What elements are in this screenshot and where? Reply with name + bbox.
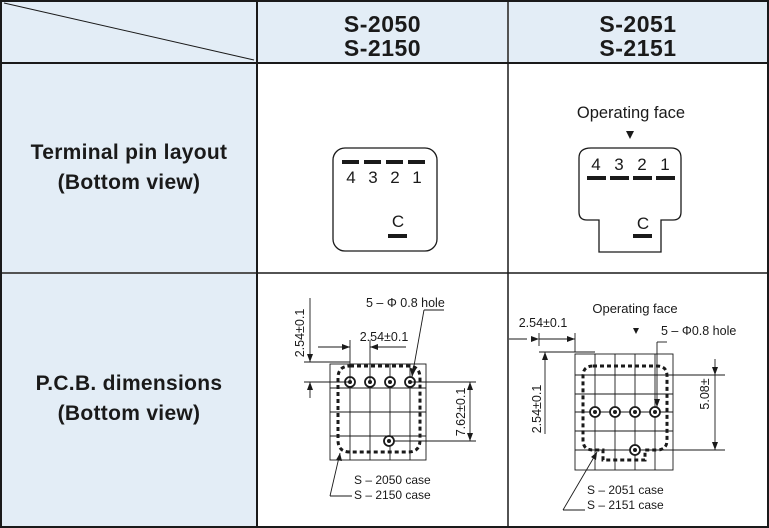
common-pin-label: C [392,212,404,231]
model-name: S-2151 [599,35,677,61]
row-label-line: P.C.B. dimensions [35,372,223,395]
pin-number: 1 [660,155,669,174]
pin-number: 3 [614,155,623,174]
pin-number: 2 [390,168,399,187]
pin-bar [633,176,652,180]
case-label: S – 2151 case [587,498,664,512]
operating-face-arrow [626,131,634,139]
case-label: S – 2050 case [354,473,431,487]
relay-outline [578,147,682,253]
header-s2051: S-2051 S-2151 [509,2,767,62]
case-outline [581,364,669,462]
terminal-layout-s2050: 4 3 2 1 C [332,147,438,252]
row-label-line: Terminal pin layout [30,141,228,164]
dim-label: 5.08± [698,378,712,409]
dim-label: 2.54±0.1 [360,330,409,344]
pin-bar [656,176,675,180]
relay-outline [332,147,438,252]
model-name: S-2051 [599,11,677,37]
dim-label: 2.54±0.1 [530,385,544,434]
case-label: S – 2150 case [354,488,431,502]
pin-number: 4 [346,168,355,187]
dimension-arrows [531,336,718,460]
terminal-layout-s2051: Operating face 4 3 2 1 C [577,104,685,253]
pcb-drawing-s2050: 2.54±0.1 2.54±0.1 7.62±0.1 5 – Φ 0.8 hol… [293,296,476,502]
pcb-holes [589,406,661,456]
dim-label: 2.54±0.1 [293,309,307,358]
hole-label: 5 – Φ 0.8 hole [366,296,445,310]
corner-diagonal [3,2,255,61]
pin-bar [587,176,606,180]
pin-number: 3 [368,168,377,187]
operating-face-label: Operating face [592,301,677,316]
row-label-pcb: P.C.B. dimensions (Bottom view) [2,274,256,526]
operating-face-arrow [633,328,639,334]
pin-bar [408,160,425,164]
common-pin-bar [633,234,652,238]
hole-label: 5 – Φ0.8 hole [661,324,736,338]
pin-number: 4 [591,155,600,174]
row-label-line: (Bottom view) [57,171,201,194]
pin-bar [342,160,359,164]
case-label: S – 2051 case [587,483,664,497]
row-label-terminal: Terminal pin layout (Bottom view) [2,64,256,272]
case-outline [336,364,422,454]
pin-bar [386,160,403,164]
pin-number: 1 [412,168,421,187]
pin-number: 2 [637,155,646,174]
dimension-arrows [307,344,473,461]
pin-bar [610,176,629,180]
common-pin-label: C [637,214,649,233]
dimension-lines [509,333,725,511]
model-name: S-2050 [343,11,422,37]
pcb-drawing-s2051: Operating face [509,301,736,512]
operating-face-label: Operating face [577,104,685,122]
header-s2050: S-2050 S-2150 [258,2,507,62]
row-label-line: (Bottom view) [57,402,201,425]
common-pin-bar [388,234,407,238]
dim-label: 2.54±0.1 [519,316,568,330]
pin-bar [364,160,381,164]
model-name: S-2150 [343,35,422,61]
dim-label: 7.62±0.1 [454,388,468,437]
